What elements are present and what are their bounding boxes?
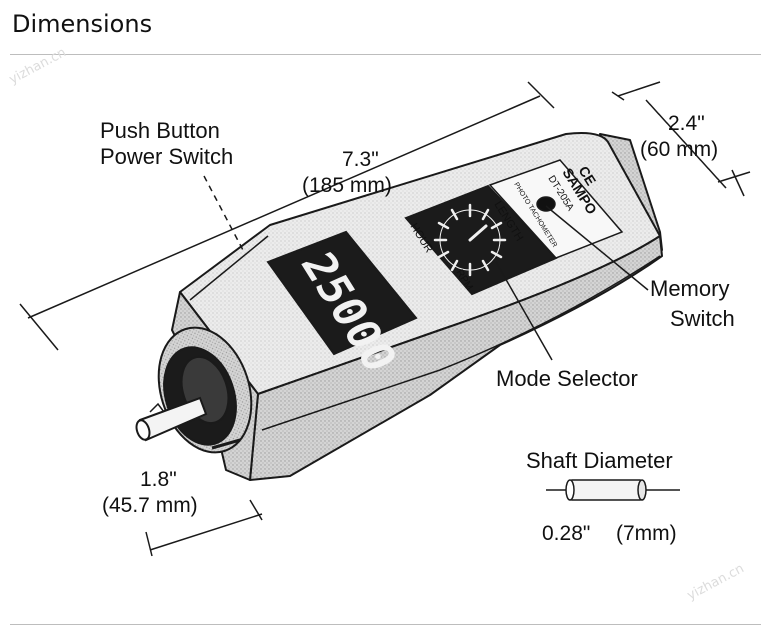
watermark-top-left: yizhan.cn	[7, 45, 69, 87]
control-panel: LENGTH HOUR RPM SAMPO DT-205A PHOTO TACH…	[404, 159, 624, 296]
height-mm: (45.7 mm)	[102, 494, 198, 517]
shaft-diameter-inches: 0.28"	[542, 522, 590, 545]
memory-switch-label-line2: Switch	[670, 306, 735, 331]
memory-switch-label-line1: Memory	[650, 276, 729, 301]
mode-selector-dial[interactable]	[433, 203, 507, 277]
shaft	[135, 396, 208, 442]
shaft-diameter-inset	[546, 479, 680, 501]
shaft-diameter-title: Shaft Diameter	[526, 448, 673, 473]
push-button-label-line1: Push Button	[100, 118, 220, 143]
width-inches: 2.4"	[668, 112, 705, 135]
memory-switch-button[interactable]	[536, 196, 556, 212]
dimension-lines	[19, 81, 751, 557]
length-mm: (185 mm)	[302, 174, 392, 197]
bottom-divider	[10, 624, 761, 625]
section-heading: Dimensions	[12, 10, 153, 38]
length-inches: 7.3"	[342, 148, 379, 171]
mode-selector-label: Mode Selector	[496, 366, 638, 391]
height-inches: 1.8"	[140, 468, 177, 491]
shaft-diameter-mm: (7mm)	[616, 522, 677, 545]
top-divider	[10, 54, 761, 55]
width-mm: (60 mm)	[640, 138, 718, 161]
push-button-label-line2: Power Switch	[100, 144, 233, 169]
watermark-bottom-right: yizhan.cn	[685, 561, 747, 603]
